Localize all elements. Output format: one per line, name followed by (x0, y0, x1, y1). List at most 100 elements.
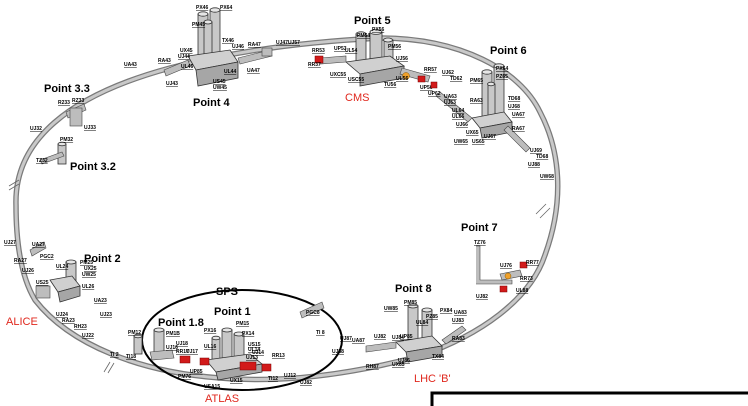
structure-tag-uj22: UJ22 (82, 333, 94, 339)
structure-tag-rr57: RR57 (424, 67, 437, 73)
structure-tag-uj44: UJ44 (178, 54, 190, 60)
structure-tag-pm56: PM56 (388, 44, 401, 50)
corner-frame (430, 391, 748, 406)
structure-tag-pm54: PM54 (357, 33, 370, 39)
structure-tag-uj23: UJ23 (100, 312, 112, 318)
marker-rr53 (314, 55, 324, 64)
structure-tag-uj82: UJ82 (476, 294, 488, 300)
structure-tag-pm65: PM65 (470, 78, 483, 84)
structure-tag-up53: UP53 (334, 46, 347, 52)
point-7-tags: TZ76 UJ76 RR73 RR77 UL88 (474, 240, 539, 294)
structure-tag-uj17: UJ17 (186, 349, 198, 355)
point-5-structures (319, 29, 431, 87)
structure-tag-ul24: UL24 (56, 264, 68, 270)
ring-break-marks (8, 179, 551, 374)
point-5-tags: UJ57 RR53 UP53 PM54 PX56 PM56 UXC55 USC5… (288, 27, 437, 91)
structure-tag-tx84: TX84 (432, 354, 444, 360)
structure-tag-uw85: UW85 (384, 306, 398, 312)
structure-tag-uj88: UJ88 (332, 349, 344, 355)
structure-tag-uj14: UJ14 (252, 350, 264, 356)
structure-tag-px56: PX56 (372, 27, 384, 33)
structure-tag-ra47: RA47 (248, 42, 261, 48)
structure-tag-px84: PX84 (440, 308, 452, 314)
structure-tag-ul44: UL44 (224, 69, 236, 75)
structure-tag-uw68: UW68 (540, 174, 554, 180)
point-6-label: Point 6 (490, 45, 527, 57)
structure-tag-up85: UP85 (400, 334, 413, 340)
structure-tag-ul56: UL56 (396, 76, 408, 82)
structure-tag-pm12: PM12 (128, 330, 141, 336)
structure-tag-uj26: UJ26 (22, 268, 34, 274)
structure-tag-ra67: RA67 (512, 126, 525, 132)
point-3-2-label: Point 3.2 (70, 161, 116, 173)
structure-tag-uj67: UJ67 (484, 134, 496, 140)
point-7-label: Point 7 (461, 222, 498, 234)
point-8-structures (365, 303, 467, 363)
structure-tag-pm32: PM32 (60, 137, 73, 143)
structure-tag-ti18: TI18 (126, 354, 136, 360)
structure-tag-uj12: UJ12 (284, 373, 296, 379)
structure-tag-ul54: UL54 (345, 48, 357, 54)
structure-tag-rh23: RH23 (74, 324, 87, 330)
structure-tag-uj32: UJ32 (30, 126, 42, 132)
structure-tag-uj83: UJ83 (452, 318, 464, 324)
point-3-structures (39, 103, 87, 165)
structure-tag-pm1b: PM1B (166, 331, 180, 337)
point-8-tags: PGC8 TI 8 UJ87 UA87 UJ88 RH87 UJ86 PM85 … (306, 294, 488, 370)
structure-tag-td68: TD68 (536, 154, 548, 160)
structure-tag-uj62: UJ62 (442, 70, 454, 76)
structure-tag-ti-8: TI 8 (316, 330, 325, 336)
structure-tag-uj86: UJ86 (398, 358, 410, 364)
structure-tag-uj82: UJ82 (374, 334, 386, 340)
structure-tag-ux85: UX85 (392, 362, 405, 368)
structure-tag-tu56: TU56 (384, 82, 396, 88)
structure-tag-ul14: UL14 (248, 347, 260, 353)
structure-tag-ra27: RA27 (14, 258, 27, 264)
point-4-label: Point 4 (193, 97, 231, 109)
structure-tag-us15: US15 (248, 342, 261, 348)
structure-tag-ua43: UA43 (124, 62, 137, 68)
structure-tag-us65: US65 (472, 139, 485, 145)
structure-tag-uj33: UJ33 (84, 125, 96, 131)
atlas-label: ATLAS (205, 393, 239, 405)
structure-tag-uw25: UW25 (82, 272, 96, 278)
structure-tag-ux45: UX45 (180, 48, 193, 54)
structure-tag-ul46: UL46 (181, 64, 193, 70)
structure-tag-ra83: RA83 (452, 336, 465, 342)
structure-tag-px14: PX14 (242, 331, 254, 337)
structure-tag-pgc2: PGC2 (40, 254, 54, 260)
structure-tag-uj47: UJ47 (276, 40, 288, 46)
structure-tag-us25: US25 (36, 280, 49, 286)
structure-tag-rz33: RZ33 (72, 98, 84, 104)
structure-tag-ul66: UL66 (452, 114, 464, 120)
marker-rr13 (261, 363, 272, 372)
marker-rr17 (179, 355, 191, 364)
structure-tag-ra23: RA23 (62, 318, 75, 324)
structure-tag-rr37: RR37 (308, 62, 321, 68)
structure-tag-px46: PX46 (196, 5, 208, 11)
structure-tag-px64: PX64 (220, 5, 232, 11)
marker-up62 (430, 81, 438, 89)
structure-tag-uj76: UJ76 (500, 263, 512, 269)
point-1-label: Point 1 (214, 306, 251, 318)
sps-label: SPS (216, 286, 238, 298)
marker-ux15 (199, 357, 210, 366)
point-1-structures (133, 301, 325, 381)
structure-tag-ua47: UA47 (247, 68, 260, 74)
structure-tag-ul26: UL26 (82, 284, 94, 290)
structure-tag-uj57: UJ57 (288, 40, 300, 46)
structure-tag-ra43: RA43 (158, 58, 171, 64)
point-1-tags: PM1B PM12 UJ18 RR17 UJ17 UJ16 TI 2 TI18 … (110, 321, 312, 390)
ring-tags-east: UJ88 UW68 (528, 162, 554, 180)
structure-tag-rh87: RH87 (366, 364, 379, 370)
lhc-ring (13, 35, 561, 383)
structure-tag-ua83: UA83 (454, 310, 467, 316)
structure-tag-ua27: UA27 (32, 242, 45, 248)
point-3-tags: RZ33 R233 UJ32 UJ33 PM32 TZ32 (30, 98, 96, 164)
lhcb-label: LHC 'B' (414, 373, 451, 385)
point-2-label: Point 2 (84, 253, 121, 265)
alice-label: ALICE (6, 316, 38, 328)
structure-tag-us45: US45 (213, 79, 226, 85)
structure-tag-ua63: UA63 (444, 94, 457, 100)
structure-tag-ul84: UL84 (416, 320, 428, 326)
